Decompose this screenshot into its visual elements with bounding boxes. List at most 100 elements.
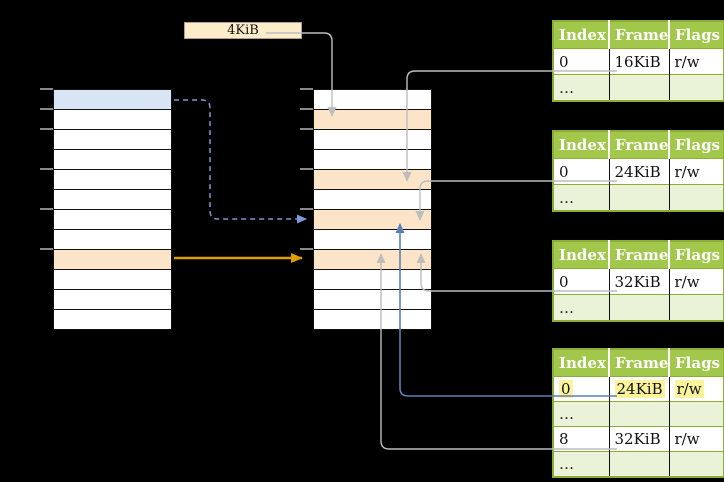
cell-index: … (553, 294, 610, 321)
virtual-page-row-6 (54, 190, 171, 210)
cell-flags: r/w (669, 48, 724, 75)
cell-frame (609, 74, 670, 101)
column-header-index: Index (553, 21, 610, 49)
cell-flags (669, 451, 724, 477)
column-header-frame: Frame (609, 131, 670, 159)
physical-frame-row-7 (314, 210, 431, 230)
column-header-flags: Flags (669, 131, 724, 159)
physical-frame-row-6 (314, 190, 431, 210)
address-tick (300, 208, 313, 210)
virtual-memory-table (53, 89, 172, 330)
cell-frame: 24KiB (609, 158, 670, 185)
cell-frame: 32KiB (609, 426, 670, 452)
cell-index: 0 (553, 48, 610, 75)
cell-index: … (553, 451, 610, 477)
cell-flags: r/w (669, 376, 724, 402)
address-tick (300, 128, 313, 130)
column-header-index: Index (553, 241, 610, 269)
address-tick (300, 88, 313, 90)
table-row: … (553, 401, 724, 427)
cell-frame: 24KiB (609, 376, 670, 402)
cell-flags (669, 294, 724, 321)
table-row: … (553, 294, 724, 321)
physical-frame-row-3 (314, 130, 431, 150)
physical-memory-ticks (300, 88, 313, 331)
cell-flags: r/w (669, 158, 724, 185)
cell-frame (609, 184, 670, 211)
column-header-index: Index (553, 349, 610, 377)
column-header-frame: Frame (609, 349, 670, 377)
virtual-page-row-4 (54, 150, 171, 170)
column-header-index: Index (553, 131, 610, 159)
cell-frame: 16KiB (609, 48, 670, 75)
virtual-page-row-10 (54, 270, 171, 290)
address-tick (300, 248, 313, 250)
address-tick (40, 128, 53, 130)
virtual-page-row-12 (54, 310, 171, 329)
virtual-page-row-8 (54, 230, 171, 250)
table-row: … (553, 451, 724, 477)
cell-index: … (553, 184, 610, 211)
physical-frame-row-11 (314, 290, 431, 310)
physical-frame-row-5 (314, 170, 431, 190)
cell-flags: r/w (669, 426, 724, 452)
column-header-frame: Frame (609, 21, 670, 49)
cell-frame (609, 401, 670, 427)
cell-index: … (553, 401, 610, 427)
virtual-page-row-7 (54, 210, 171, 230)
column-header-flags: Flags (669, 349, 724, 377)
address-tick (300, 108, 313, 110)
physical-frame-row-2 (314, 110, 431, 130)
cell-index: 0 (553, 158, 610, 185)
column-header-flags: Flags (669, 241, 724, 269)
cell-frame (609, 294, 670, 321)
address-tick (40, 208, 53, 210)
physical-frame-row-10 (314, 270, 431, 290)
address-tick (40, 88, 53, 90)
virtual-page-row-1 (54, 90, 171, 110)
cell-flags: r/w (669, 268, 724, 295)
cell-frame (609, 451, 670, 477)
virtual-page-row-3 (54, 130, 171, 150)
virtual-page-row-5 (54, 170, 171, 190)
physical-frame-row-9 (314, 250, 431, 270)
cell-index: 0 (553, 376, 610, 402)
virtual-memory-ticks (40, 88, 53, 331)
table-row: … (553, 74, 724, 101)
address-tick (300, 168, 313, 170)
table-row: … (553, 184, 724, 211)
address-tick (40, 108, 53, 110)
physical-frame-row-1 (314, 90, 431, 110)
address-tick (40, 168, 53, 170)
cell-flags (669, 74, 724, 101)
cell-frame: 32KiB (609, 268, 670, 295)
physical-frame-row-4 (314, 150, 431, 170)
physical-frame-row-8 (314, 230, 431, 250)
virtual-page-row-2 (54, 110, 171, 130)
column-header-flags: Flags (669, 21, 724, 49)
physical-memory-table (313, 89, 432, 330)
cell-index: 0 (553, 268, 610, 295)
cell-index: 8 (553, 426, 610, 452)
column-header-frame: Frame (609, 241, 670, 269)
frame-size-label: 4KiB (184, 22, 302, 39)
address-tick (40, 248, 53, 250)
cell-index: … (553, 74, 610, 101)
cell-flags (669, 184, 724, 211)
arrow-virtualpage1-to-frame7 (174, 99, 307, 224)
virtual-page-row-9 (54, 250, 171, 270)
